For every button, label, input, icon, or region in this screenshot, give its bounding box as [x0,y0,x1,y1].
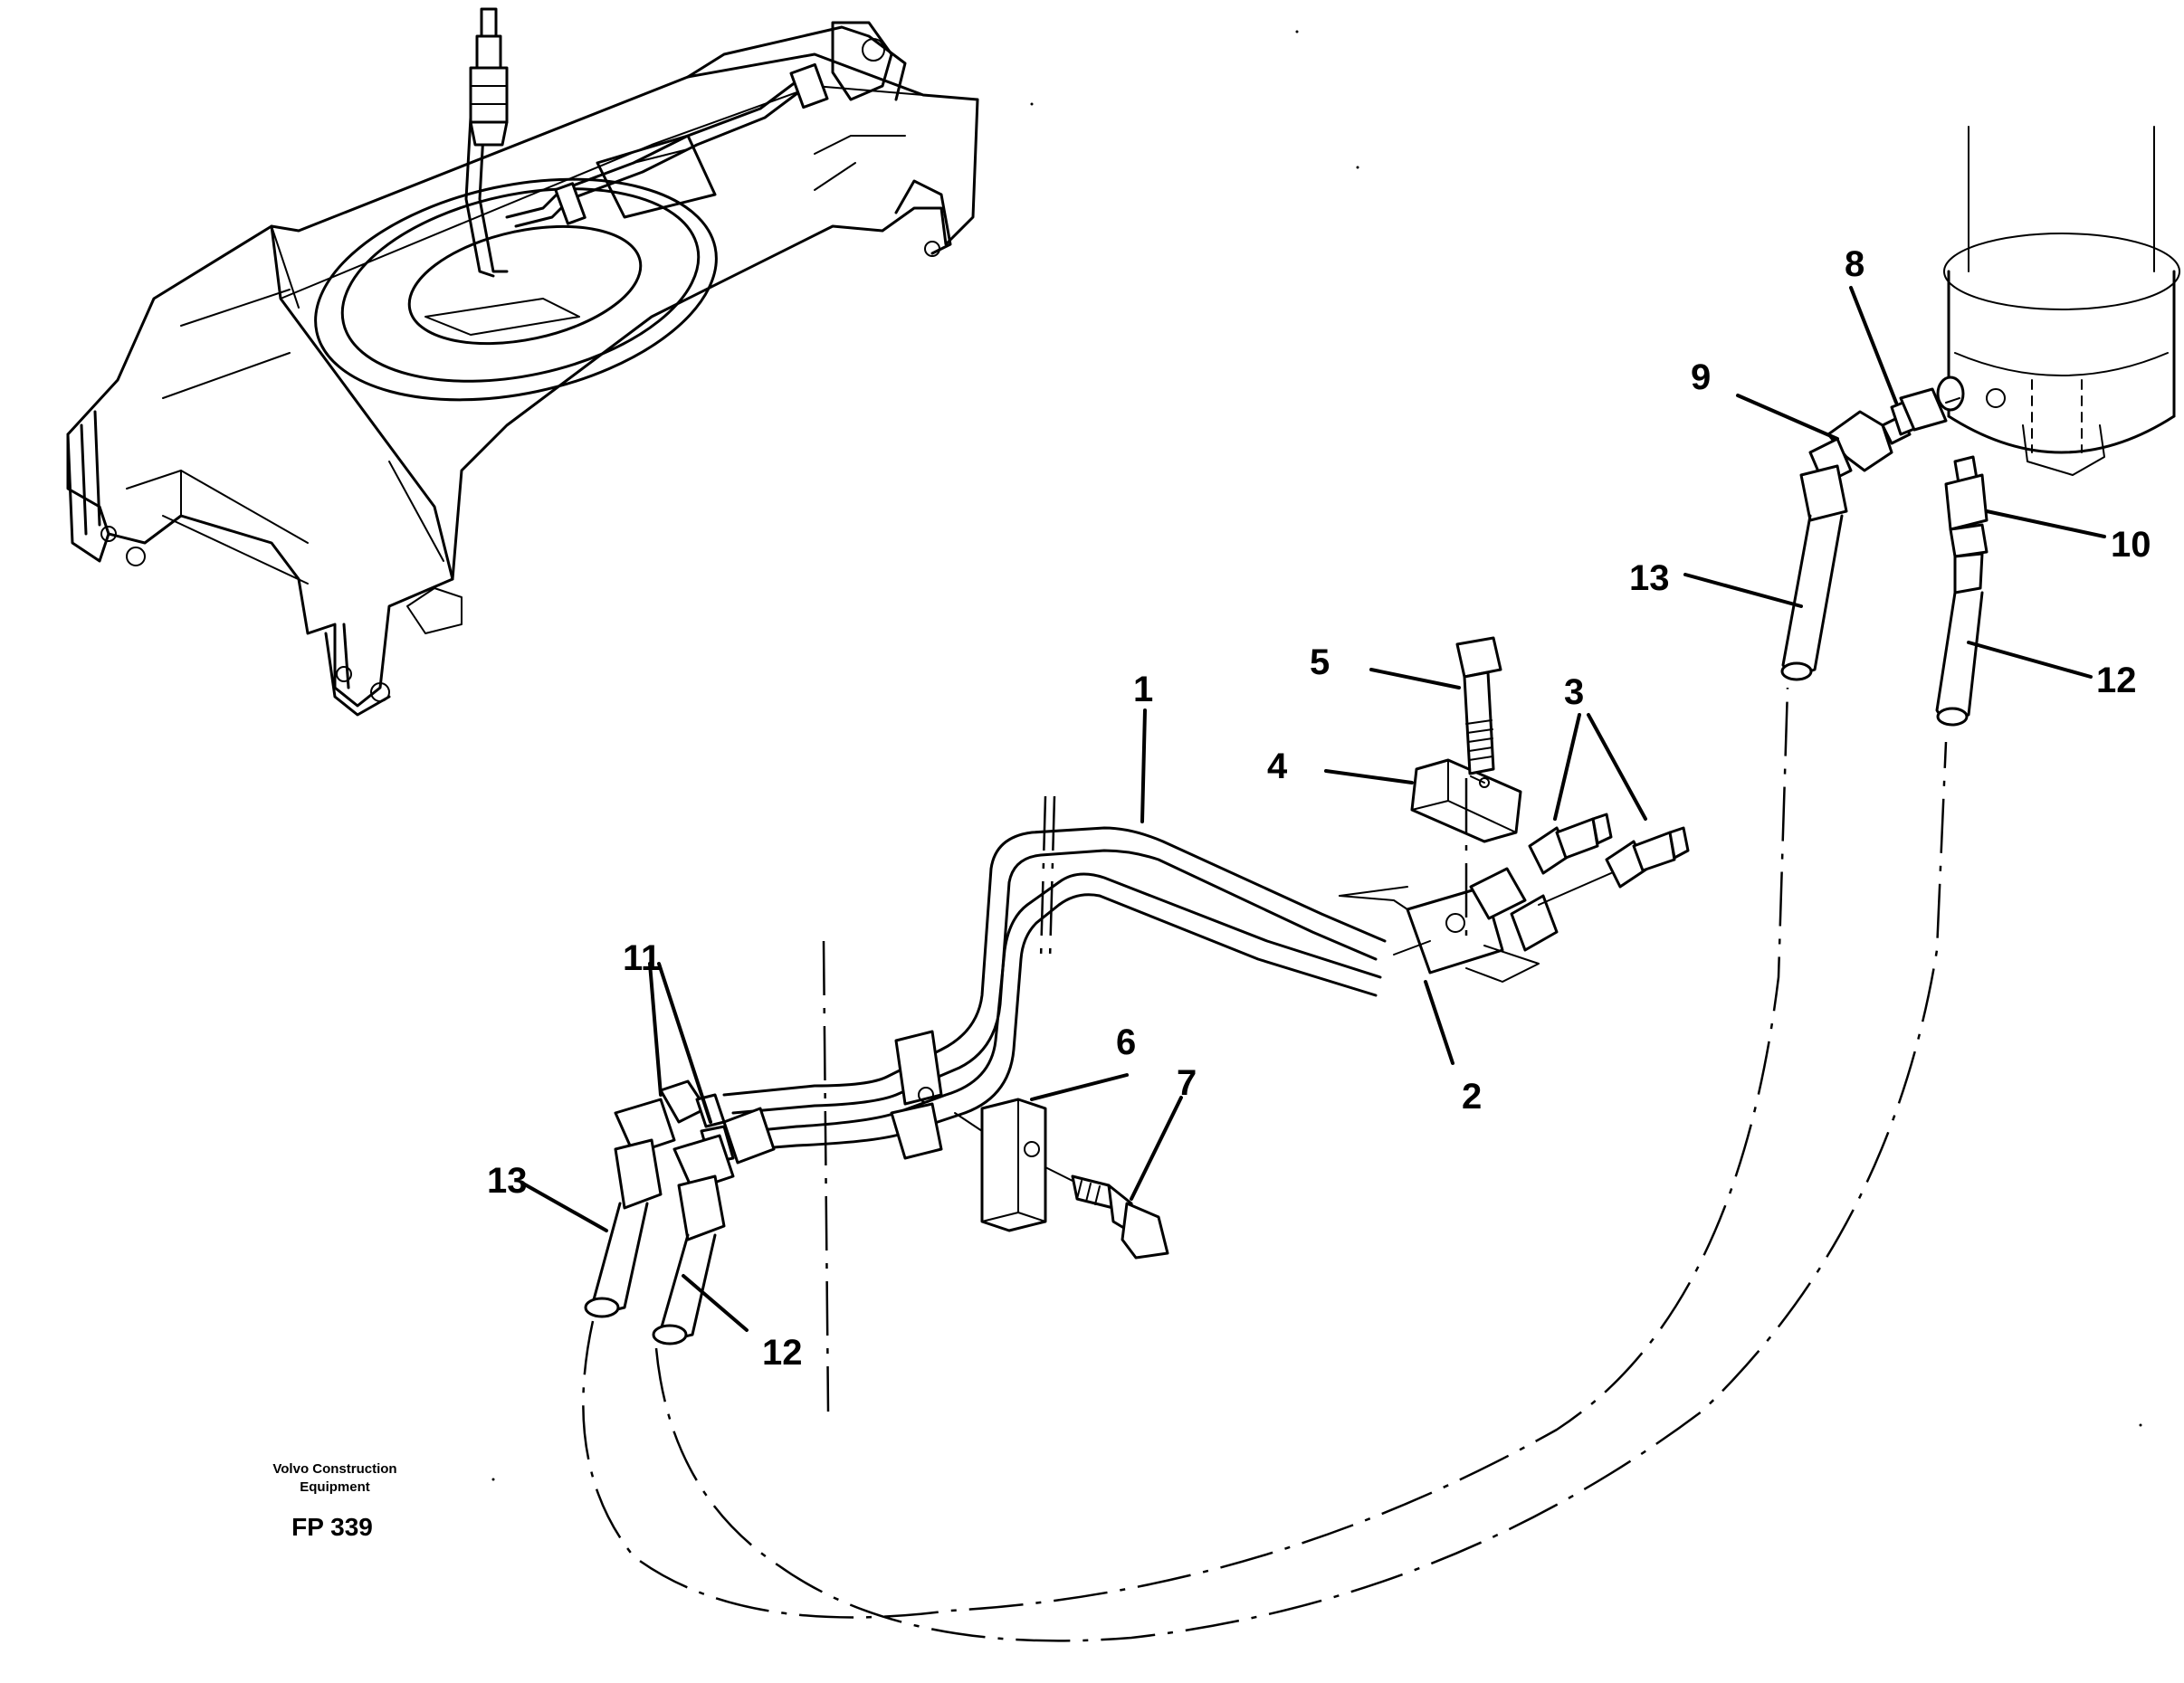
cylinder-component [1936,126,2180,476]
manufacturer-logo: Volvo Construction Equipment FP 339 [272,1461,396,1541]
pipe-assembly [722,795,1559,1412]
part-label-13-left: 13 [487,1161,528,1201]
part-label-1: 1 [1133,670,1153,709]
logo-line-1: Volvo Construction [272,1461,396,1477]
left-hose-fittings [582,687,1948,1642]
figure-code: FP 339 [291,1513,373,1541]
frame-assembly [66,7,979,717]
logo-line-2: Equipment [300,1479,370,1495]
part-label-7: 7 [1177,1063,1197,1103]
part-label-6: 6 [1116,1022,1136,1062]
part-label-13-right: 13 [1629,558,1670,598]
part-label-5: 5 [1310,642,1330,682]
fittings-3 [1528,813,1690,906]
part-numbers: 1 2 3 4 5 6 7 8 9 10 11 12 12 13 13 [487,244,2151,1373]
part-label-8: 8 [1845,244,1865,284]
part-label-12-right: 12 [2096,661,2137,700]
part-label-4: 4 [1267,746,1288,786]
clamp-6 [954,1098,1047,1232]
part-label-2: 2 [1462,1077,1482,1117]
bolt-7 [1044,1166,1169,1260]
part-label-11: 11 [623,938,661,978]
part-label-12-left: 12 [762,1333,803,1373]
part-label-9: 9 [1691,357,1711,397]
part-label-3: 3 [1564,672,1584,712]
part-label-10: 10 [2111,525,2151,565]
leader-lines [521,286,2106,1332]
right-hose-fittings [1780,387,1988,727]
bolt-5 [1455,636,1502,941]
